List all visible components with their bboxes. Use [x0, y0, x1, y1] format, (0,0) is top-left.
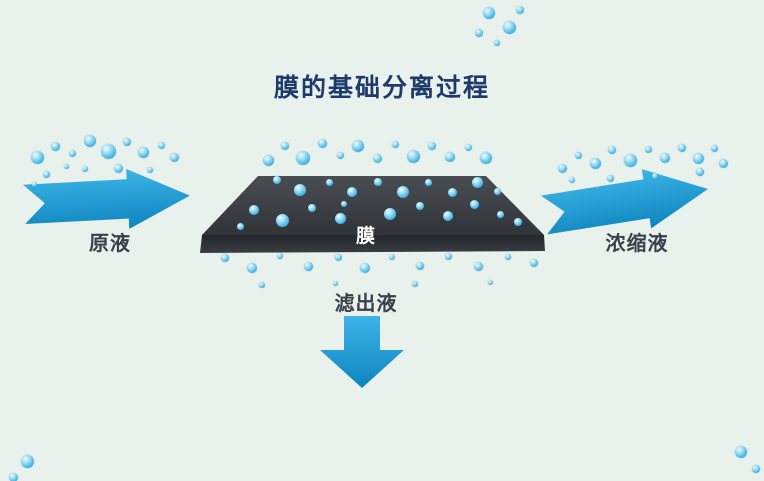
particle-bubble — [68, 149, 76, 157]
particle-bubble — [475, 29, 483, 37]
particle-bubble — [169, 152, 179, 162]
particle-bubble — [608, 146, 616, 154]
particle-bubble — [259, 282, 265, 288]
permeate-label: 滤出液 — [334, 293, 398, 315]
particle-bubble — [303, 261, 313, 271]
particle-bubble — [623, 153, 637, 167]
particle-bubble — [502, 20, 516, 34]
particle-bubble — [406, 149, 420, 163]
particle-bubble — [100, 143, 116, 159]
particle-bubble — [660, 153, 670, 163]
particle-bubble — [30, 150, 44, 164]
particle-bubble — [360, 263, 370, 273]
particle-bubble — [480, 152, 492, 164]
particle-bubble — [412, 281, 418, 287]
particle-bubble — [123, 138, 131, 146]
particle-bubble — [296, 151, 310, 165]
particle-bubble — [157, 141, 165, 149]
particle-bubble — [137, 146, 149, 158]
particle-bubble — [735, 446, 747, 458]
particle-bubble — [557, 163, 567, 173]
particle-bubble — [574, 151, 582, 159]
particle-bubble — [483, 7, 495, 19]
feed-flow-arrow — [23, 168, 190, 229]
particle-bubble — [718, 158, 728, 168]
particle-bubble — [391, 140, 399, 148]
particle-bubble — [589, 157, 601, 169]
particle-bubble — [8, 472, 18, 481]
diagram-title: 膜的基础分离过程 — [273, 74, 490, 102]
particle-bubble — [247, 263, 257, 273]
particle-bubble — [84, 135, 96, 147]
concentrate-flow-arrow — [540, 169, 708, 235]
particle-bubble — [352, 140, 364, 152]
particle-bubble — [317, 138, 327, 148]
feed-label: 原液 — [89, 233, 131, 255]
particle-bubble — [464, 143, 472, 151]
particle-bubble — [487, 279, 493, 285]
particle-bubble — [752, 465, 760, 473]
particle-bubble — [20, 454, 34, 468]
particle-bubble — [710, 144, 718, 152]
particle-bubble — [281, 142, 289, 150]
particle-bubble — [473, 261, 483, 271]
particle-bubble — [678, 144, 686, 152]
particle-bubble — [332, 280, 338, 286]
particle-bubble — [416, 262, 424, 270]
particle-bubble — [50, 141, 60, 151]
particle-bubble — [372, 153, 382, 163]
permeate-flow-arrow — [320, 316, 404, 388]
particle-bubble — [262, 154, 274, 166]
particle-bubble — [63, 163, 69, 169]
particle-bubble — [494, 40, 500, 46]
concentrate-label: 浓缩液 — [605, 233, 669, 255]
membrane-front-edge — [200, 235, 545, 253]
particle-bubble — [516, 6, 524, 14]
particle-bubble — [428, 142, 436, 150]
membrane-label: 膜 — [355, 226, 376, 247]
particle-bubble — [336, 151, 344, 159]
particle-bubble — [644, 145, 652, 153]
particle-bubble — [530, 259, 538, 267]
particle-bubble — [445, 152, 455, 162]
